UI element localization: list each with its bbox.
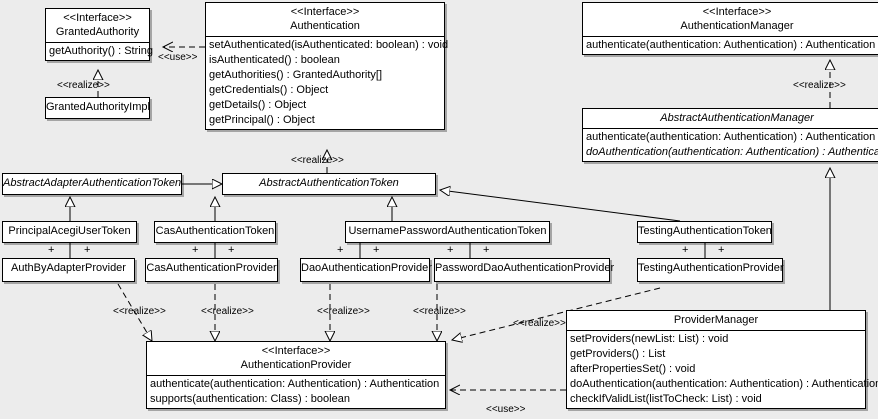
- method-row: authenticate(authentication: Authenticat…: [586, 39, 876, 51]
- class-box-password-dao-authentication-provider[interactable]: PasswordDaoAuthenticationProvider: [434, 258, 614, 282]
- relationship-label-realize-passworddaoauthenticationprovider: <<realize>>: [413, 306, 466, 317]
- class-box-granted-authority[interactable]: <<Interface>> GrantedAuthority getAuthor…: [45, 8, 153, 61]
- composition-marker: +: [682, 244, 689, 256]
- class-box-cas-authentication-token[interactable]: CasAuthenticationToken: [154, 221, 276, 243]
- class-name-label: TestingAuthenticationToken: [638, 225, 772, 237]
- divider: [147, 375, 445, 376]
- class-box-provider-manager[interactable]: ProviderManager setProviders(newList: Li…: [566, 310, 878, 409]
- class-name-label: PrincipalAcegiUserToken: [8, 225, 131, 237]
- method-row: checkIfValidList(listToCheck: List) : vo…: [570, 393, 762, 405]
- method-row: supports(authentication: Class) : boolea…: [150, 393, 350, 405]
- class-header-authentication-provider: <<Interface>> AuthenticationProvider: [147, 342, 445, 375]
- method-row: setAuthenticated(isAuthenticated: boolea…: [209, 39, 449, 51]
- class-box-abstract-authentication-manager[interactable]: AbstractAuthenticationManager authentica…: [582, 108, 878, 162]
- composition-marker: +: [192, 244, 199, 256]
- class-name-label: AbstractAdapterAuthenticationToken: [3, 177, 182, 189]
- stereotype-label: <<Interface>>: [290, 6, 360, 18]
- composition-marker: +: [447, 244, 454, 256]
- method-row: doAuthentication(authentication: Authent…: [586, 146, 878, 158]
- class-members-granted-authority: getAuthority() : String: [46, 43, 153, 60]
- method-row: getAuthority() : String: [49, 45, 153, 57]
- composition-marker: +: [718, 244, 725, 256]
- stereotype-label: <<Interface>>: [261, 345, 331, 357]
- class-box-authentication-provider[interactable]: <<Interface>> AuthenticationProvider aut…: [146, 341, 446, 409]
- relationship-label-realize-testingauthenticationprovider: <<realize>>: [513, 318, 566, 329]
- divider: [567, 330, 865, 331]
- class-box-principal-acegi-user-token[interactable]: PrincipalAcegiUserToken: [2, 221, 137, 243]
- class-box-authentication[interactable]: <<Interface>> Authentication setAuthenti…: [205, 2, 449, 130]
- class-box-username-password-authentication-token[interactable]: UsernamePasswordAuthenticationToken: [345, 221, 550, 243]
- gen-testingauthenticationtoken-to-abstract: [440, 190, 681, 222]
- class-members-authentication-provider: authenticate(authentication: Authenticat…: [147, 376, 445, 408]
- class-box-cas-authentication-provider[interactable]: CasAuthenticationProvider: [145, 258, 278, 282]
- class-box-authentication-manager[interactable]: <<Interface>> AuthenticationManager auth…: [582, 2, 878, 55]
- class-header-authentication-manager: <<Interface>> AuthenticationManager: [583, 3, 878, 36]
- relationship-label-realize-grantedauthorityimpl: <<realize>>: [57, 80, 110, 91]
- class-header-authentication: <<Interface>> Authentication: [206, 3, 444, 36]
- class-header-granted-authority: <<Interface>> GrantedAuthority: [46, 9, 149, 42]
- class-box-testing-authentication-token[interactable]: TestingAuthenticationToken: [637, 221, 772, 243]
- class-box-abstract-adapter-authentication-token[interactable]: AbstractAdapterAuthenticationToken: [2, 173, 182, 195]
- relationship-label-realize-abstractauthenticationtoken: <<realize>>: [291, 155, 344, 166]
- relationship-label-use-providermanager: <<use>>: [486, 404, 526, 415]
- class-name-label: AuthenticationManager: [680, 20, 794, 32]
- class-name-label: TestingAuthenticationProvider: [638, 262, 784, 274]
- relationship-label-realize-daoauthenticationprovider: <<realize>>: [317, 306, 370, 317]
- composition-marker: +: [483, 244, 490, 256]
- class-members-abstract-authentication-manager: authenticate(authentication: Authenticat…: [583, 129, 878, 161]
- method-row: authenticate(authentication: Authenticat…: [150, 378, 440, 390]
- class-members-provider-manager: setProviders(newList: List) : void getPr…: [567, 331, 878, 408]
- class-name-label: AbstractAuthenticationManager: [660, 112, 814, 124]
- class-box-testing-authentication-provider[interactable]: TestingAuthenticationProvider: [637, 258, 784, 282]
- class-header-provider-manager: ProviderManager: [567, 311, 865, 330]
- divider: [583, 36, 878, 37]
- method-row: getDetails() : Object: [209, 99, 307, 111]
- composition-marker: +: [48, 244, 55, 256]
- class-name-label: CasAuthenticationProvider: [146, 262, 277, 274]
- composition-marker: +: [373, 244, 380, 256]
- class-name-label: AuthByAdapterProvider: [11, 262, 126, 274]
- class-box-abstract-authentication-token[interactable]: AbstractAuthenticationToken: [222, 173, 436, 195]
- class-name-label: GrantedAuthority: [55, 26, 140, 38]
- class-header-abstract-authentication-manager: AbstractAuthenticationManager: [583, 109, 878, 128]
- method-row: getCredentials() : Object: [209, 84, 329, 96]
- method-row: isAuthenticated() : boolean: [209, 54, 340, 66]
- divider: [206, 36, 444, 37]
- class-members-authentication-manager: authenticate(authentication: Authenticat…: [583, 37, 878, 54]
- method-row: getPrincipal() : Object: [209, 114, 315, 126]
- stereotype-label: <<Interface>>: [702, 6, 772, 18]
- class-name-label: ProviderManager: [673, 314, 759, 326]
- method-row: getAuthorities() : GrantedAuthority[]: [209, 69, 383, 81]
- divider: [583, 128, 878, 129]
- relationship-label-realize-abstractauthenticationmanager: <<realize>>: [793, 80, 846, 91]
- method-row: afterPropertiesSet() : void: [570, 363, 696, 375]
- stereotype-label: <<Interface>>: [63, 12, 132, 24]
- class-name-label: CasAuthenticationToken: [155, 225, 275, 237]
- relationship-label-use-authentication-grantedauthority: <<use>>: [158, 52, 198, 63]
- class-name-label: DaoAuthenticationProvider: [301, 262, 432, 274]
- class-name-label: Authentication: [290, 20, 360, 32]
- relationship-label-realize-casauthenticationprovider: <<realize>>: [201, 306, 254, 317]
- class-name-label: GrantedAuthorityImpl: [46, 101, 150, 113]
- method-row: getProviders() : List: [570, 348, 666, 360]
- class-name-label: UsernamePasswordAuthenticationToken: [348, 225, 547, 237]
- method-row: setProviders(newList: List) : void: [570, 333, 729, 345]
- class-members-authentication: setAuthenticated(isAuthenticated: boolea…: [206, 37, 449, 129]
- composition-marker: +: [337, 244, 344, 256]
- class-box-granted-authority-impl[interactable]: GrantedAuthorityImpl: [45, 97, 150, 119]
- class-name-label: AbstractAuthenticationToken: [259, 177, 399, 189]
- relationship-label-realize-authbyadapterprovider: <<realize>>: [113, 306, 166, 317]
- class-box-dao-authentication-provider[interactable]: DaoAuthenticationProvider: [300, 258, 432, 282]
- class-box-auth-by-adapter-provider[interactable]: AuthByAdapterProvider: [2, 258, 135, 282]
- class-name-label: PasswordDaoAuthenticationProvider: [435, 262, 615, 274]
- method-row: authenticate(authentication: Authenticat…: [586, 131, 876, 143]
- divider: [46, 42, 149, 43]
- composition-marker: +: [84, 244, 91, 256]
- composition-marker: +: [228, 244, 235, 256]
- method-row: doAuthentication(authentication: Authent…: [570, 378, 878, 390]
- class-name-label: AuthenticationProvider: [240, 359, 352, 371]
